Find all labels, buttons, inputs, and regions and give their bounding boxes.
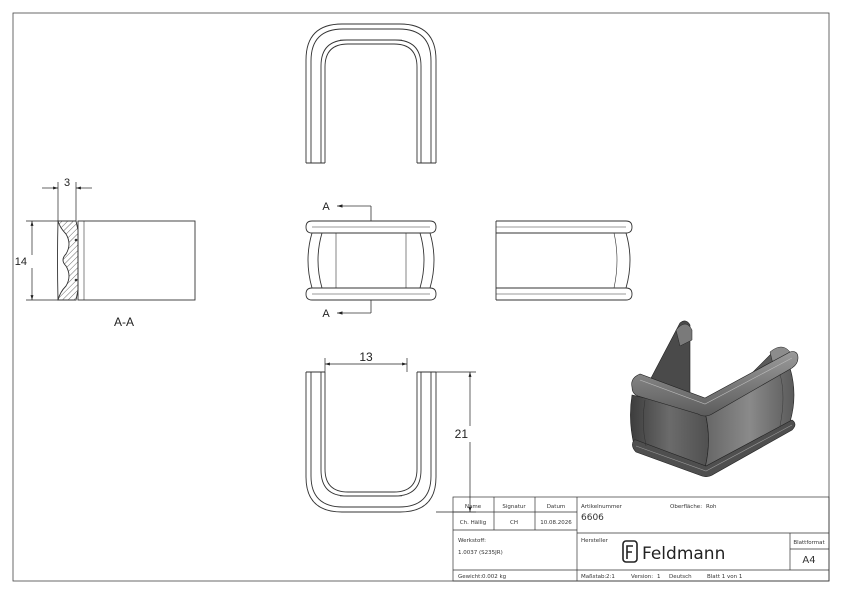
tb-manufacturer-label: Hersteller <box>581 538 609 544</box>
tb-format-value: A4 <box>802 555 815 566</box>
dimension-lines <box>26 182 476 513</box>
section-marker-top: A <box>322 201 330 213</box>
tb-version-label: Version: <box>631 574 653 580</box>
dim-inner-width: 13 <box>359 350 373 364</box>
tb-surface-label: Oberfläche: <box>670 504 702 510</box>
drawing-frame <box>12 12 830 582</box>
tb-article-value: 6606 <box>581 513 604 523</box>
tb-name-label: Name <box>465 504 482 510</box>
tb-signature-value: CH <box>510 520 518 526</box>
tb-weight-label: Gewicht: <box>458 574 482 580</box>
tb-date-value: 10.08.2026 <box>540 520 572 526</box>
side-view <box>495 220 633 301</box>
dim-section-width: 3 <box>64 177 70 189</box>
tb-language-value: Deutsch <box>669 574 692 580</box>
isometric-view <box>630 320 799 477</box>
bottom-view <box>305 371 437 513</box>
title-block-text: Name Signatur Datum Ch. Hällig CH 10.08.… <box>458 504 826 580</box>
tb-date-label: Datum <box>547 504 566 510</box>
section-view <box>57 220 196 301</box>
feldmann-logo-icon <box>622 540 638 563</box>
tb-scale-value: 2:1 <box>606 574 615 580</box>
front-view <box>305 204 437 315</box>
section-label: A-A <box>114 315 134 329</box>
tb-weight-value: 0.002 kg <box>482 574 506 580</box>
tb-article-label: Artikelnummer <box>581 504 623 510</box>
tb-format-label: Blattformat <box>793 540 825 546</box>
tb-name-value: Ch. Hällig <box>460 520 486 526</box>
tb-version-value: 1 <box>657 574 661 580</box>
tb-material-label: Werkstoff: <box>458 538 486 544</box>
section-marker-bottom: A <box>322 308 330 320</box>
title-block <box>452 496 830 582</box>
dim-section-height: 14 <box>15 256 27 268</box>
tb-sheet-text: Blatt 1 von 1 <box>707 574 742 580</box>
dim-height: 21 <box>455 427 469 441</box>
tb-signature-label: Signatur <box>502 504 526 510</box>
tb-company-name: Feldmann <box>642 544 725 564</box>
tb-scale-label: Maßstab: <box>581 574 606 580</box>
top-view <box>305 23 437 164</box>
tb-material-value: 1.0037 (S235JR) <box>458 550 503 556</box>
tb-surface-value: Roh <box>706 504 717 510</box>
